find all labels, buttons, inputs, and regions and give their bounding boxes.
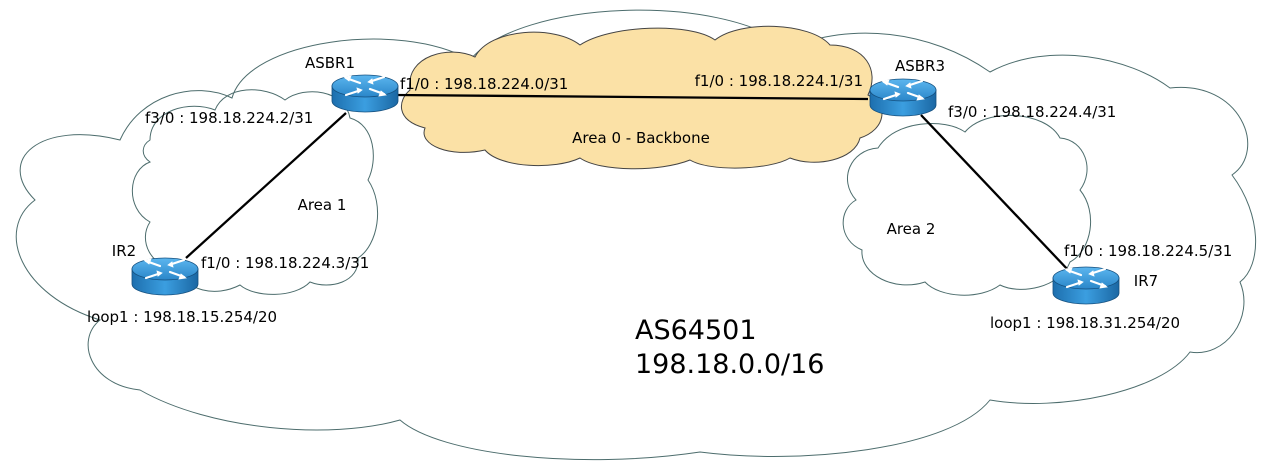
link-asbr3-ir7 [920,114,1071,273]
interface-label: f1/0 : 198.18.224.0/31 [400,75,568,93]
router-asbr3[interactable]: ASBR3 [868,57,945,118]
router-icon [1051,265,1121,306]
interface-label: f1/0 : 198.18.224.1/31 [695,72,863,90]
area-label: Area 1 [298,196,347,214]
router-ir7[interactable]: IR7 [1051,265,1158,306]
area-label: Area 2 [887,220,936,238]
area2-cloud [842,115,1092,296]
router-name: ASBR1 [305,54,355,72]
router-name: IR7 [1134,272,1158,290]
interface-label: f1/0 : 198.18.224.3/31 [201,254,369,272]
link-asbr1-ir2 [185,112,347,259]
router-icon [330,73,400,114]
area1-cloud [131,89,379,295]
router-ir2[interactable]: IR2 [112,242,200,297]
router-icon [130,256,200,297]
interface-label: f1/0 : 198.18.224.5/31 [1064,242,1232,260]
router-asbr1[interactable]: ASBR1 [305,54,400,114]
interface-label: f3/0 : 198.18.224.4/31 [948,103,1116,121]
router-name: IR2 [112,242,136,260]
loopback-label: loop1 : 198.18.31.254/20 [990,314,1180,332]
router-icon [868,77,938,118]
interface-label: f3/0 : 198.18.224.2/31 [145,109,313,127]
link-asbr1-asbr3 [395,93,869,101]
as-prefix: 198.18.0.0/16 [635,349,824,380]
router-name: ASBR3 [895,57,945,75]
area-label: Area 0 - Backbone [572,129,710,147]
as-number: AS64501 [635,315,757,346]
loopback-label: loop1 : 198.18.15.254/20 [87,308,277,326]
